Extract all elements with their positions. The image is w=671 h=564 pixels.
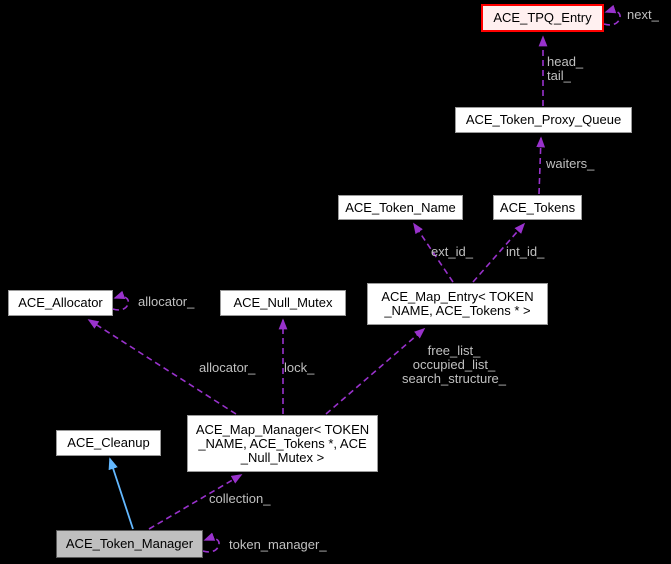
edge-int-id <box>472 222 526 283</box>
node-ace-null-mutex[interactable]: ACE_Null_Mutex <box>220 290 346 316</box>
node-ace-map-manager[interactable]: ACE_Map_Manager< TOKEN _NAME, ACE_Tokens… <box>187 415 378 472</box>
node-label: ACE_Allocator <box>18 295 103 310</box>
node-ace-tpq-entry[interactable]: ACE_TPQ_Entry <box>481 4 604 32</box>
edge-label-waiters: waiters_ <box>546 156 595 171</box>
edge-allocator-self-loop <box>112 290 130 311</box>
edge-label-head-tail: head_ tail_ <box>547 55 583 83</box>
node-ace-token-name[interactable]: ACE_Token_Name <box>338 195 463 220</box>
edge-label-collection: collection_ <box>209 491 271 506</box>
node-ace-token-manager[interactable]: ACE_Token_Manager <box>56 530 203 558</box>
node-ace-allocator[interactable]: ACE_Allocator <box>8 290 113 316</box>
edge-label-int-id: int_id_ <box>506 244 545 259</box>
node-label-line: _Null_Mutex > <box>240 449 325 465</box>
edge-collection <box>148 474 243 530</box>
node-label: ACE_Null_Mutex <box>233 295 333 310</box>
node-label-line: ACE_Map_Manager< TOKEN <box>195 421 370 437</box>
edge-token-manager-self-loop <box>202 532 220 553</box>
edge-ext-id <box>413 222 454 283</box>
node-ace-tokens[interactable]: ACE_Tokens <box>493 195 582 220</box>
node-label: ACE_Cleanup <box>67 435 150 450</box>
node-label: ACE_Token_Proxy_Queue <box>465 112 622 127</box>
edge-label-allocator-self: allocator_ <box>138 294 195 309</box>
edge-label-search-structure: search_structure_ <box>401 371 507 386</box>
edge-label-allocator-member: allocator_ <box>199 360 256 375</box>
edge-inheritance-cleanup <box>108 457 134 530</box>
edge-label-lock: lock_ <box>284 360 315 375</box>
edge-label-next: next_ <box>627 7 659 22</box>
edge-label-ext-id: ext_id_ <box>431 244 473 259</box>
edge-free-list <box>325 327 426 415</box>
edge-label-occupied-list: occupied_list_ <box>412 357 496 372</box>
edge-label-map-entry-members: free_list_ occupied_list_ search_structu… <box>388 344 520 386</box>
node-label: ACE_Token_Manager <box>65 536 194 551</box>
edge-label-tail: tail_ <box>547 68 571 83</box>
node-label-line: ACE_Map_Entry< TOKEN <box>381 289 534 304</box>
edge-allocator-member <box>87 319 237 415</box>
edge-label-free-list: free_list_ <box>427 343 481 358</box>
edge-next-self-loop <box>603 4 621 26</box>
node-label: ACE_Tokens <box>499 199 576 215</box>
node-label-line: _NAME, ACE_Tokens *, ACE <box>198 435 367 451</box>
node-ace-map-entry[interactable]: ACE_Map_Entry< TOKEN _NAME, ACE_Tokens *… <box>367 283 548 325</box>
edge-label-token-manager-self: token_manager_ <box>229 537 327 552</box>
node-label-line: _NAME, ACE_Tokens * > <box>384 303 531 318</box>
node-ace-cleanup[interactable]: ACE_Cleanup <box>56 430 161 456</box>
edge-label-head: head_ <box>547 54 584 69</box>
node-ace-token-proxy-queue[interactable]: ACE_Token_Proxy_Queue <box>455 107 632 133</box>
node-label: ACE_Token_Name <box>345 199 456 215</box>
node-label: ACE_TPQ_Entry <box>493 10 592 25</box>
edge-waiters <box>536 136 546 195</box>
